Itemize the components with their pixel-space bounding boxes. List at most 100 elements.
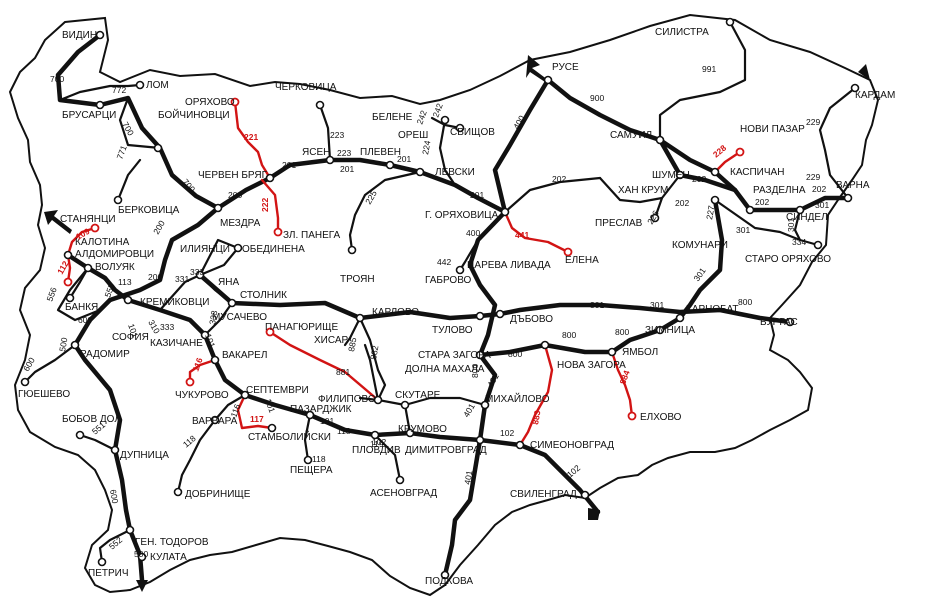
line-number-red: 222 (260, 198, 270, 212)
label-pazardzhik: ПАЗАРДЖИК (290, 404, 352, 415)
label-karlovo: КАРЛОВО (372, 307, 419, 318)
line-number: 600 (78, 315, 92, 325)
label-gabrovo: ГАБРОВО (425, 275, 472, 286)
line-number: 113 (118, 277, 132, 287)
line-number: 881 (336, 367, 350, 377)
label-zimnitsa: ЗИМНИЦА (645, 325, 695, 336)
label-tsareva-livada: ЦАРЕВА ЛИВАДА (467, 260, 551, 271)
label-petrich: ПЕТРИЧ (88, 568, 129, 579)
label-vakarel: ВАКАРЕЛ (222, 350, 267, 361)
label-oryahovo: ОРЯХОВО (185, 97, 235, 108)
country-border (8, 13, 880, 597)
arrow-kalotina (44, 210, 72, 234)
arrow-kulata (136, 580, 148, 592)
label-dabovo: ДЪБОВО (510, 314, 553, 325)
line-number: 442 (437, 257, 451, 267)
red-lines (66, 100, 742, 447)
label-lom: ЛОМ (146, 80, 169, 91)
line-number: 118 (312, 454, 326, 464)
label-iliyantsi: ИЛИЯНЦИ (180, 244, 230, 255)
line-number: 882 (368, 344, 380, 360)
label-hisar: ХИСАР (314, 335, 349, 346)
label-septemvri: СЕПТЕМВРИ (246, 385, 309, 396)
line-number: 118 (337, 426, 351, 436)
label-novi-pazar: НОВИ ПАЗАР (740, 124, 805, 135)
line-number: 227 (704, 204, 716, 220)
line-number: 333 (207, 309, 219, 325)
label-nova-zagora: НОВА ЗАГОРА (557, 360, 626, 371)
line-number: 201 (397, 154, 411, 164)
label-voluyak: ВОЛУЯК (95, 262, 135, 273)
line-number: 555 (102, 282, 116, 299)
label-musachevo: МУСАЧЕВО (212, 312, 267, 323)
label-kalotina: КАЛОТИНА (75, 237, 130, 248)
line-number: 119 (370, 439, 384, 449)
line-number: 202 (675, 198, 689, 208)
line-number: 224 (420, 139, 432, 155)
line-number: 885 (346, 336, 358, 352)
line-number: 700 (120, 120, 136, 138)
line-number: 229 (806, 172, 820, 182)
line-number-red: 117 (250, 414, 264, 424)
line-number: 101 (203, 332, 217, 349)
label-han-krum: ХАН КРУМ (618, 185, 668, 196)
line-number: 333 (190, 267, 204, 277)
arrow-ruse (526, 55, 548, 82)
label-sofia: СОФИЯ (112, 332, 149, 343)
line-number: 200 (151, 218, 167, 236)
label-brusartsi: БРУСАРЦИ (62, 110, 116, 121)
line-number: 101 (263, 397, 277, 414)
label-kazichane: КАЗИЧАНЕ (150, 338, 203, 349)
label-svishtov: СВИЩОВ (450, 127, 495, 138)
line-number-red: 116 (190, 356, 204, 373)
line-number: 223 (330, 130, 344, 140)
label-staro-oryahovo: СТАРО ОРЯХОВО (745, 254, 831, 265)
label-radomir: РАДОМИР (80, 349, 130, 360)
line-number: 900 (590, 93, 604, 103)
line-number: 401 (461, 401, 477, 419)
label-elena: ЕЛЕНА (565, 255, 599, 266)
label-levski: ЛЕВСКИ (435, 167, 475, 178)
label-belene: БЕЛЕНЕ (372, 112, 413, 123)
label-skutare: СКУТАРЕ (395, 390, 441, 401)
label-simeonovgrad: СИМЕОНОВГРАД (530, 440, 614, 451)
line-number: 200 (228, 190, 242, 200)
line-number: 242 (414, 109, 428, 126)
line-number: 800 (738, 297, 752, 307)
label-samuil: САМУИЛ (610, 130, 652, 141)
label-varna: ВАРНА (836, 180, 870, 191)
label-razdelna: РАЗДЕЛНА (753, 185, 806, 196)
label-sindel: СИНДЕЛ (786, 212, 828, 223)
line-number: 301 (590, 300, 604, 310)
line-number: 600 (108, 489, 120, 505)
label-shumen: ШУМЕН (652, 170, 690, 181)
label-kaspichan: КАСПИЧАН (730, 167, 784, 178)
label-komunari: КОМУНАРИ (672, 240, 728, 251)
line-number: 301 (691, 266, 707, 284)
label-chukurovo: ЧУКУРОВО (175, 390, 229, 401)
label-svilengrad: СВИЛЕНГРАД (510, 489, 577, 500)
label-bankya: БАНКЯ (65, 302, 98, 313)
line-number: 225 (363, 188, 379, 206)
label-mezdra: МЕЗДРА (220, 218, 261, 229)
label-vidin: ВИДИН (62, 30, 97, 41)
label-kardam: КАРДАМ (855, 90, 895, 101)
line-number: 101 (320, 416, 334, 426)
label-bobov-dol: БОБОВ ДОЛ (62, 414, 121, 425)
label-yambol: ЯМБОЛ (622, 347, 658, 358)
label-g-oryahovitsa: Г. ОРЯХОВИЦА (425, 210, 499, 221)
label-silistra: СИЛИСТРА (655, 27, 709, 38)
line-number: 102 (500, 428, 514, 438)
line-number: 552 (107, 535, 125, 552)
line-number: 401 (485, 371, 501, 389)
label-boychinovtsi: БОЙЧИНОВЦИ (158, 108, 230, 121)
line-number: 700 (180, 177, 197, 195)
line-number: 771 (114, 144, 128, 161)
line-number-red: 228 (711, 143, 729, 160)
line-number: 800 (615, 327, 629, 337)
label-kremikovtsi: КРЕМИКОВЦИ (140, 297, 209, 308)
label-peshtera: ПЕЩЕРА (290, 465, 333, 476)
line-number: 101 (126, 322, 140, 339)
line-number: 800 (562, 330, 576, 340)
